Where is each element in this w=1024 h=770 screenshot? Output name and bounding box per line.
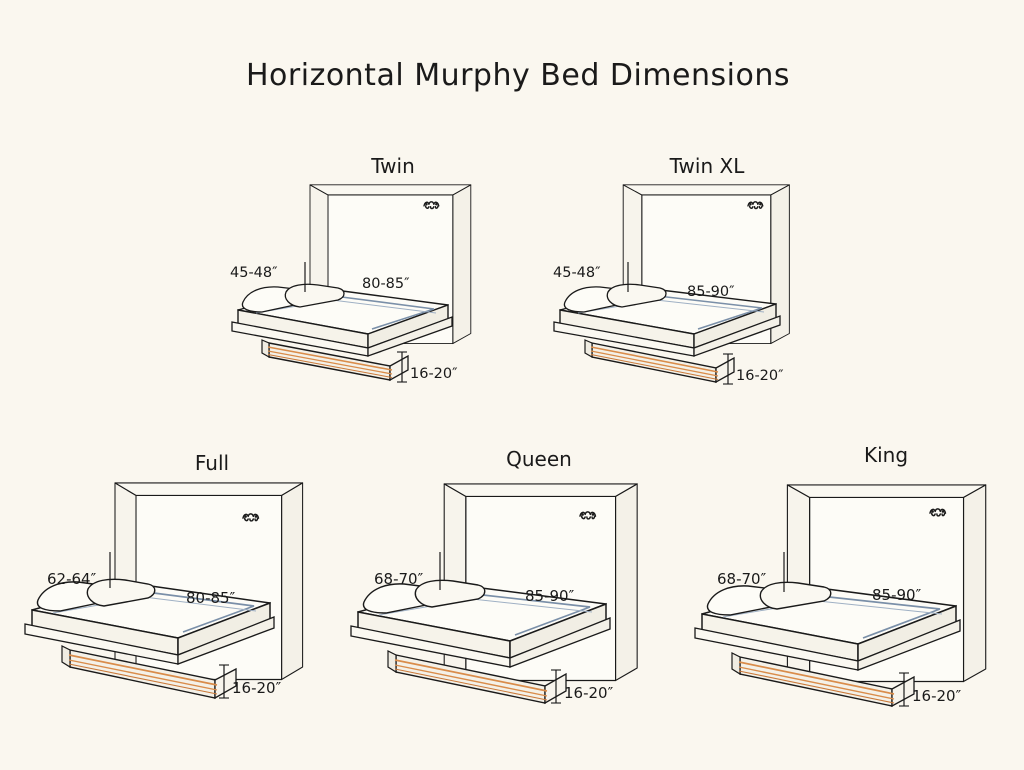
dimension-depth-king: 16-20″ [899,672,962,707]
dimension-label-width-twin: 45-48″ [230,265,278,281]
dimension-depth-queen: 16-20″ [551,669,614,704]
bed-diagram-twin: Twin [230,154,472,383]
dimension-width-queen: 68-70″ [374,552,441,590]
dimension-width-full: 62-64″ [47,552,111,588]
dimension-length-queen: 85-90″ [525,587,575,605]
dimension-width-king: 68-70″ [717,552,785,592]
dimension-label-length-queen: 85-90″ [525,587,575,605]
dimension-depth-twin-xl: 16-20″ [723,353,784,385]
dimension-label-depth-full: 16-20″ [232,679,282,697]
bed-heading-queen: Queen [506,447,572,471]
dimension-label-width-twin-xl: 45-48″ [553,265,601,281]
bed-pillows-twin-xl [563,283,667,313]
dimension-depth-full: 16-20″ [219,664,282,699]
dimension-label-length-twin: 80-85″ [362,276,410,292]
bed-base-twin-xl [584,339,735,384]
bed-heading-full: Full [195,451,229,475]
bed-base-full [61,645,237,700]
bed-diagram-king: King 68- [694,443,987,708]
bed-heading-twin: Twin [370,154,415,178]
bed-diagram-twin-xl: Twin XL [553,154,790,385]
dimension-label-length-full: 80-85″ [186,589,236,607]
bed-mattress-full [24,582,275,665]
page-title: Horizontal Murphy Bed Dimensions [246,58,790,93]
bed-diagram-full: Full 62- [24,451,304,700]
dimension-label-width-queen: 68-70″ [374,570,424,588]
bed-base-twin [261,339,409,382]
bed-base-queen [387,650,567,705]
dimension-label-length-twin-xl: 85-90″ [687,284,735,300]
dimension-width-twin-xl: 45-48″ [553,262,629,292]
dimension-width-twin: 45-48″ [230,262,306,292]
dimension-length-twin-xl: 85-90″ [687,284,735,300]
bed-pillows-twin [241,283,345,313]
bed-mattress-twin-xl [553,287,781,357]
bed-pillows-king [706,581,832,616]
bed-heading-twin-xl: Twin XL [669,154,746,178]
bed-pillows-queen [362,579,486,614]
bed-pillows-full [36,578,156,612]
dimension-depth-twin: 16-20″ [397,351,458,383]
bed-diagram-queen: Queen 68 [350,447,638,705]
dimension-length-twin: 80-85″ [362,276,410,292]
dimension-label-width-king: 68-70″ [717,570,767,588]
dimension-length-king: 85-90″ [872,586,922,604]
dimension-label-length-king: 85-90″ [872,586,922,604]
dimension-label-depth-queen: 16-20″ [564,684,614,702]
dimension-label-width-full: 62-64″ [47,570,97,588]
bed-heading-king: King [864,443,908,467]
dimension-label-depth-twin-xl: 16-20″ [736,368,784,384]
dimension-length-full: 80-85″ [186,589,236,607]
dimension-label-depth-king: 16-20″ [912,687,962,705]
dimension-label-depth-twin: 16-20″ [410,366,458,382]
bed-base-king [731,652,915,708]
